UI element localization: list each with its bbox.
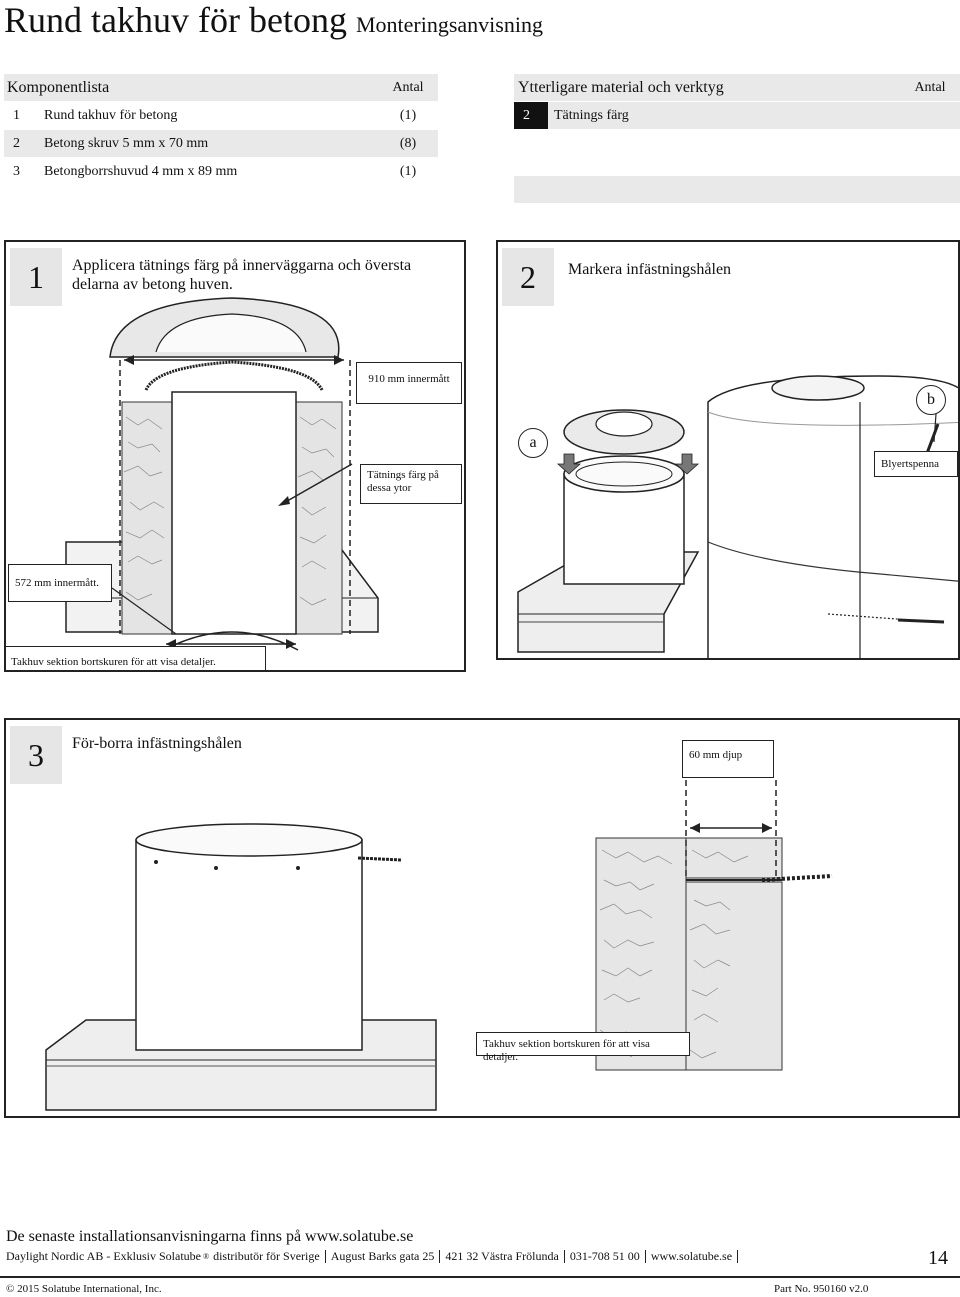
footer-web-link[interactable]: www.solatube.se: [650, 1249, 733, 1263]
footer-divider: [0, 1276, 960, 1278]
step3-illustration: [45, 780, 958, 1111]
row-number: 1: [13, 107, 20, 123]
footer-phone: 031-708 51 00: [569, 1249, 640, 1263]
footer-contact-line: Daylight Nordic AB - Exklusiv Solatube ®…: [6, 1249, 743, 1264]
row-name: Betong skruv 5 mm x 70 mm: [44, 135, 209, 151]
callout-depth: 60 mm djup: [682, 740, 774, 778]
component-qty-header: Antal: [392, 79, 424, 95]
step1-panel: 1 Applicera tätnings färg på innerväggar…: [4, 240, 466, 672]
table-row: 3 Betongborrshuvud 4 mm x 89 mm (1): [4, 158, 438, 185]
callout-inner-diameter-2: 572 mm innermått.: [8, 564, 112, 602]
step1-caption: Takhuv sektion bortskuren för att visa d…: [6, 646, 266, 670]
row-qty: (1): [399, 107, 417, 123]
step1-number: 1: [10, 248, 62, 306]
step2-panel: 2 Markera infästningshålen a b Blyertspe…: [496, 240, 960, 660]
table-row: 2 Tätnings färg: [514, 102, 960, 129]
row-name: Tätnings färg: [554, 107, 629, 123]
component-list: Komponentlista Antal 1 Rund takhuv för b…: [4, 74, 438, 186]
page-title: Rund takhuv för betong Monteringsanvisni…: [4, 0, 543, 45]
label-b: b: [916, 385, 946, 415]
step3-panel: 3 För-borra infästningshålen 60 mm: [4, 718, 960, 1118]
title-text: Rund takhuv för betong: [4, 0, 347, 40]
step3-caption: Takhuv sektion bortskuren för att visa d…: [476, 1032, 690, 1063]
step2-number: 2: [502, 248, 554, 306]
row-number: 3: [13, 163, 20, 179]
row-qty: (8): [399, 135, 417, 151]
footer-copyright: © 2015 Solatube International, Inc.: [6, 1283, 162, 1295]
callout-seal-surfaces: Tätnings färg på dessa ytor: [360, 464, 462, 504]
row-number: 2: [13, 135, 20, 151]
footer-distributor: distributör för Sverige: [213, 1249, 320, 1263]
footer-company: Daylight Nordic AB - Exklusiv Solatube: [6, 1249, 201, 1263]
step1-illustration: [65, 297, 379, 651]
footer-latest-instructions: De senaste installationsanvisningarna fi…: [6, 1228, 414, 1245]
additional-list-header: Ytterligare material och verktyg Antal: [514, 74, 960, 101]
additional-list-title: Ytterligare material och verktyg: [518, 78, 724, 96]
row-name: Rund takhuv för betong: [44, 107, 178, 123]
footer-registered-mark: ®: [202, 1252, 210, 1261]
table-row: 1 Rund takhuv för betong (1): [4, 102, 438, 129]
subtitle-text: Monteringsanvisning: [355, 12, 543, 37]
additional-material-list: Ytterligare material och verktyg Antal 2…: [514, 74, 960, 203]
additional-qty-header: Antal: [914, 79, 946, 95]
footer-postal: 421 32 Västra Frölunda: [445, 1249, 559, 1263]
row-number: 2: [514, 102, 548, 129]
component-list-title: Komponentlista: [7, 78, 110, 96]
footer-address: August Barks gata 25: [330, 1249, 435, 1263]
step1-text: Applicera tätnings färg på innerväggarna…: [72, 257, 412, 293]
table-row: [514, 176, 960, 203]
step2-text: Markera infästningshålen: [568, 261, 732, 278]
step2-illustration: [517, 375, 958, 658]
footer-part-number: Part No. 950160 v2.0: [774, 1283, 869, 1295]
callout-inner-diameter: 910 mm innermått: [356, 362, 462, 404]
row-name: Betongborrshuvud 4 mm x 89 mm: [44, 163, 238, 179]
page-number: 14: [928, 1247, 948, 1269]
step3-number: 3: [10, 726, 62, 784]
table-row: 2 Betong skruv 5 mm x 70 mm (8): [4, 130, 438, 157]
callout-pencil: Blyertspenna: [874, 451, 958, 477]
label-a: a: [518, 428, 548, 458]
row-qty: [900, 102, 960, 129]
row-qty: (1): [399, 163, 417, 179]
component-list-header: Komponentlista Antal: [4, 74, 438, 101]
step3-text: För-borra infästningshålen: [72, 735, 242, 752]
